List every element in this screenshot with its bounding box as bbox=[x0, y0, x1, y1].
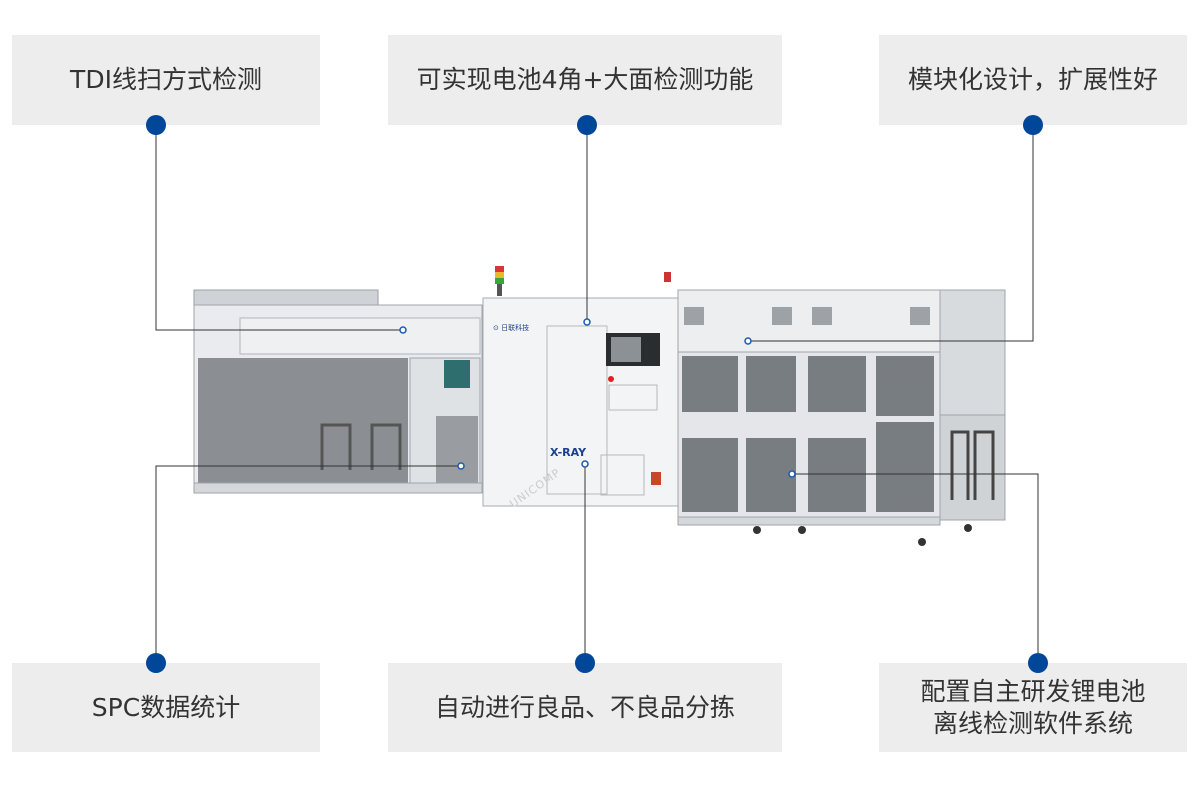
callout-spc-stats: SPC数据统计 bbox=[12, 663, 320, 752]
callout-four-corner-detection: 可实现电池4角+大面检测功能 bbox=[388, 35, 782, 125]
callout-text: TDI线扫方式检测 bbox=[70, 65, 262, 94]
callout-tdi-scan: TDI线扫方式检测 bbox=[12, 35, 320, 125]
callout-dot bbox=[146, 653, 166, 673]
callout-software-system: 配置自主研发锂电池离线检测软件系统 bbox=[879, 663, 1187, 752]
callout-text: SPC数据统计 bbox=[91, 692, 241, 722]
callout-modular-design: 模块化设计，扩展性好 bbox=[879, 35, 1187, 125]
left-module bbox=[193, 289, 483, 494]
callout-text-line2: 离线检测软件系统 bbox=[932, 708, 1133, 738]
xray-label: X-RAY bbox=[550, 446, 587, 459]
callout-text-line1: 配置自主研发锂电池 bbox=[920, 676, 1146, 706]
callout-dot bbox=[1023, 115, 1043, 135]
callout-dot bbox=[146, 115, 166, 135]
brand-logo: ⊙ 日联科技 bbox=[493, 323, 529, 332]
callout-text: 可实现电池4角+大面检测功能 bbox=[416, 65, 754, 94]
callout-text: 模块化设计，扩展性好 bbox=[907, 65, 1158, 94]
callout-text: 自动进行良品、不良品分拣 bbox=[434, 692, 735, 722]
callout-auto-sorting: 自动进行良品、不良品分拣 bbox=[388, 663, 782, 752]
brand-name-cn: 日联科技 bbox=[501, 323, 529, 332]
callout-dot bbox=[577, 115, 597, 135]
brand-logo-mark: ⊙ bbox=[493, 324, 501, 332]
anchor-markers bbox=[399, 318, 796, 478]
xray-cabinet: X-RAY ⊙ 日联科技 UNICOMP bbox=[482, 266, 679, 510]
right-module bbox=[677, 289, 1006, 546]
callout-dot bbox=[575, 653, 595, 673]
leader-lines bbox=[155, 125, 1039, 663]
callout-dot bbox=[1028, 653, 1048, 673]
